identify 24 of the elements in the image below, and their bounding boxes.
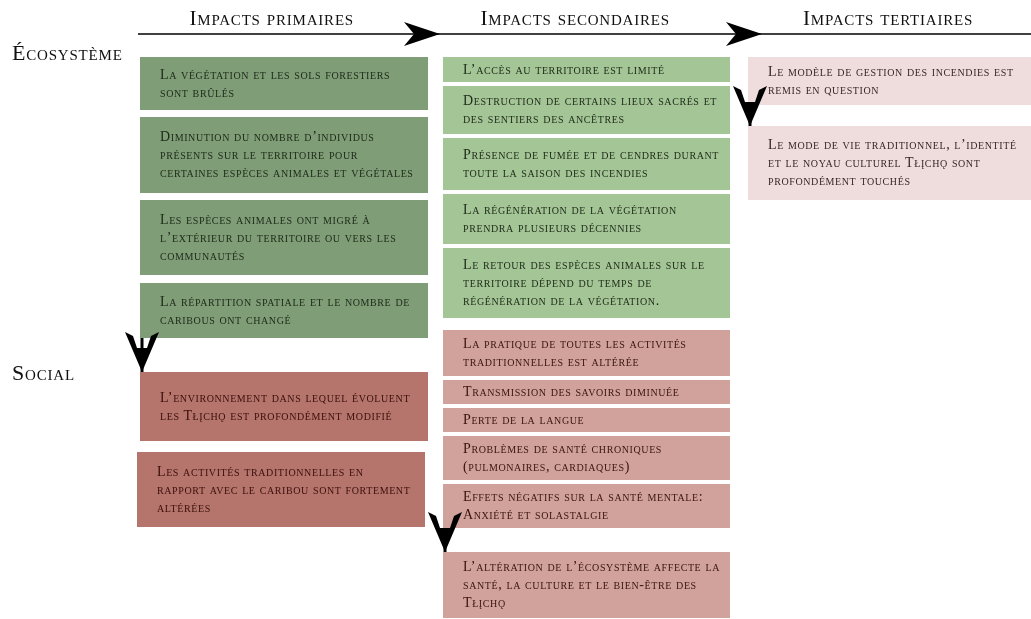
impact-box: Le modèle de gestion des incendies est remis en question <box>748 57 1031 105</box>
row-heading: Social <box>12 360 75 386</box>
impact-box: L’altération de l’écosystème affecte la santé, la culture et le bien-être des Tłı̨chǫ <box>443 552 730 618</box>
impact-box: Les activités traditionnelles en rapport avec le caribou sont fortement altérées <box>137 452 425 527</box>
column-heading: Impacts primaires <box>189 6 354 31</box>
impact-box: La répartition spatiale et le nombre de caribous ont changé <box>140 283 428 338</box>
impact-box: Effets négatifs sur la santé mentale: Anxiété et solastalgie <box>443 484 730 528</box>
impact-box: La pratique de toutes les activités traditionnelles est altérée <box>443 330 730 376</box>
impact-box: Diminution du nombre d’individus présents sur le territoire pour certaines espèces animales et végétales <box>140 117 428 193</box>
impact-box: Présence de fumée et de cendres durant toute la saison des incendies <box>443 138 730 190</box>
column-heading: Impacts secondaires <box>480 6 670 31</box>
impact-box: Le mode de vie traditionnel, l’identité et le noyau culturel Tłı̨chǫ sont profondément touchés <box>748 126 1031 200</box>
impact-box: Destruction de certains lieux sacrés et des sentiers des ancêtres <box>443 86 730 134</box>
impact-box: Le retour des espèces animales sur le territoire dépend du temps de régénération de la végétation. <box>443 248 730 318</box>
impact-box: Les espèces animales ont migré à l’extérieur du territoire ou vers les communautés <box>140 200 428 275</box>
impact-box: Problèmes de santé chroniques (pulmonaires, cardiaques) <box>443 436 730 480</box>
row-heading: Écosystème <box>12 40 123 66</box>
impact-box: Perte de la langue <box>443 408 730 432</box>
impact-box: L’accès au territoire est limité <box>443 57 730 82</box>
column-heading: Impacts tertiaires <box>803 6 974 31</box>
impact-box: Transmission des savoirs diminuée <box>443 380 730 404</box>
impact-box: L’environnement dans lequel évoluent les Tłı̨chǫ est profondément modifié <box>140 372 428 441</box>
impact-box: La régénération de la végétation prendra plusieurs décennies <box>443 194 730 244</box>
impact-box: La végétation et les sols forestiers sont brûlés <box>140 57 428 110</box>
